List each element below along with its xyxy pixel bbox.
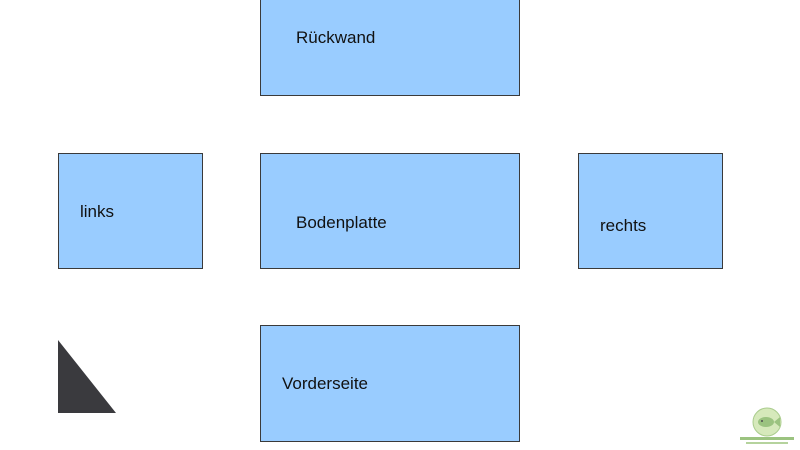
panel-rechts: rechts — [578, 153, 723, 269]
panel-bodenplatte-label: Bodenplatte — [296, 213, 387, 232]
panel-rechts-label: rechts — [600, 216, 647, 235]
panel-links: links — [58, 153, 203, 269]
panel-links-label: links — [80, 202, 115, 221]
panel-vorderseite-label: Vorderseite — [282, 374, 368, 393]
panel-rueckwand-label: Rückwand — [296, 28, 376, 47]
corner-triangle-shape — [58, 340, 116, 413]
panel-rueckwand: Rückwand — [260, 0, 520, 96]
panel-vorderseite: Vorderseite — [260, 325, 520, 442]
panel-bodenplatte: Bodenplatte — [260, 153, 520, 269]
fish-logo-icon — [740, 407, 794, 444]
